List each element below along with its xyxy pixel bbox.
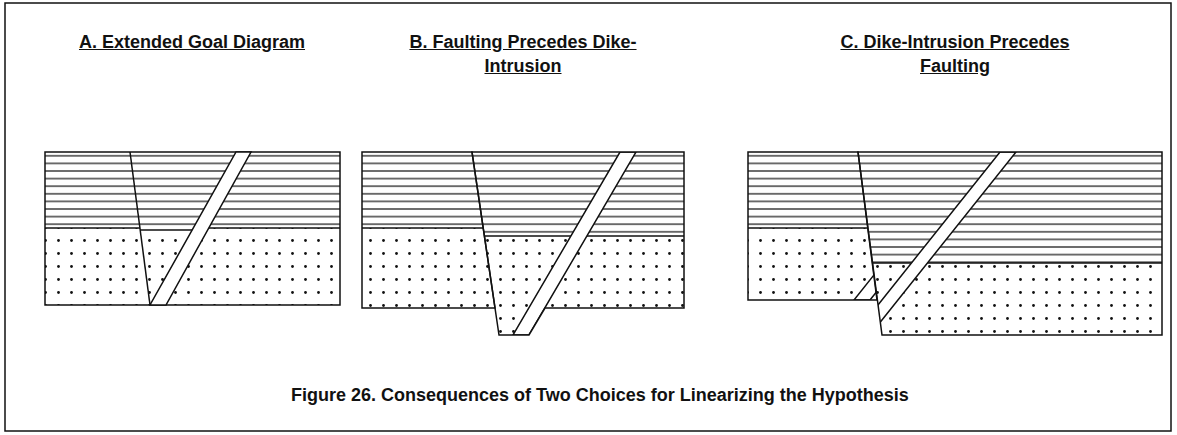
- panel-heading: A. Extended Goal Diagram: [42, 30, 342, 54]
- panel-b-section: [355, 152, 695, 346]
- panel-a-section: [40, 152, 350, 310]
- panel-heading: C. Dike-Intrusion Precedes Faulting: [840, 30, 1070, 79]
- panel-heading: B. Faulting Precedes Dike-Intrusion: [408, 30, 638, 79]
- panel-c-section: [740, 117, 1170, 343]
- figure-frame: [5, 3, 1171, 431]
- figure-caption: Figure 26. Consequences of Two Choices f…: [291, 383, 909, 407]
